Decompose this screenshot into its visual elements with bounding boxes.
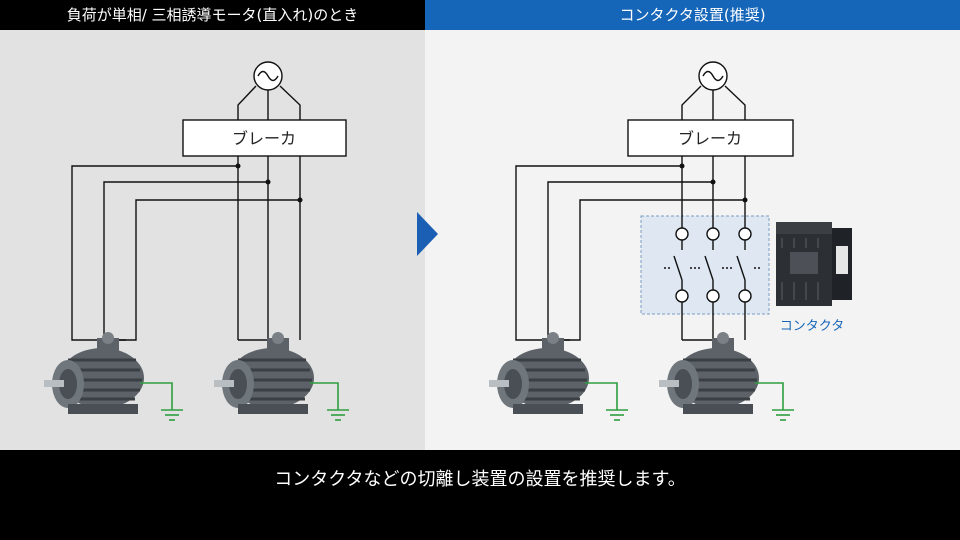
- contactor-label: コンタクタ: [780, 319, 844, 334]
- ground-2-icon: [326, 401, 350, 421]
- motor-4-icon: [657, 330, 761, 416]
- arrow-icon: [417, 212, 438, 256]
- caption-text: コンタクタなどの切離し装置の設置を推奨します。: [274, 469, 686, 490]
- motor-3-icon: [487, 330, 591, 416]
- right-diagram: [515, 61, 794, 341]
- motor-2-icon: [212, 330, 316, 416]
- caption-bar: [0, 450, 960, 540]
- breaker-box-right: [627, 119, 794, 157]
- left-panel-title: 負荷が単相/ 三相誘導モータ(直入れ)のとき: [0, 0, 425, 30]
- motor-1-icon: [42, 330, 146, 416]
- breaker-label-right: ブレーカ: [678, 129, 742, 148]
- left-diagram: [71, 61, 347, 341]
- breaker-box: [182, 119, 347, 157]
- breaker-label: ブレーカ: [232, 129, 296, 148]
- ground-4-icon: [771, 401, 795, 421]
- contactor-device-icon: [776, 222, 852, 306]
- ground-1-icon: [160, 401, 184, 421]
- ground-3-icon: [605, 401, 629, 421]
- right-panel-title: コンタクタ設置(推奨): [425, 0, 960, 30]
